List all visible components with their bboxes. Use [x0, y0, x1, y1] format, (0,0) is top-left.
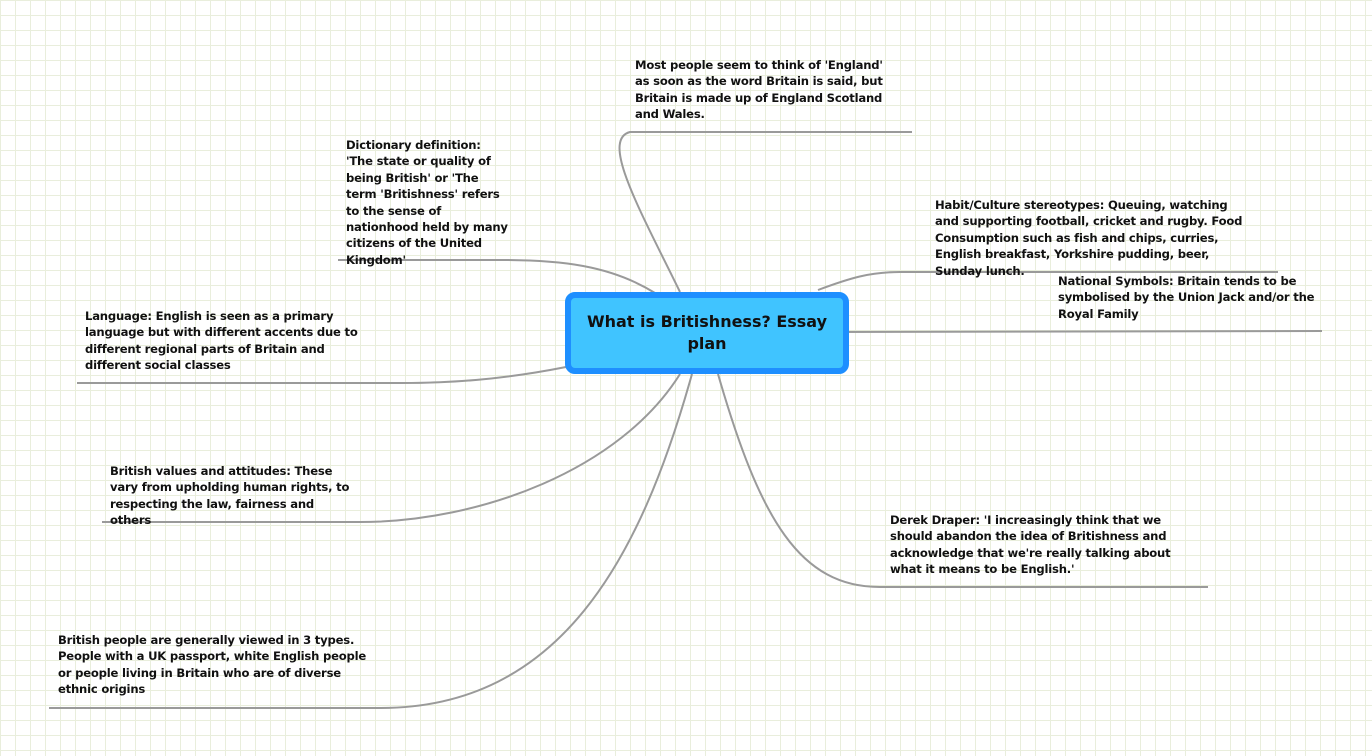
connector-symbols — [829, 330, 1323, 333]
branch-dictionary[interactable]: Dictionary definition: 'The state or qua… — [346, 138, 508, 267]
branch-england[interactable]: Most people seem to think of 'England' a… — [635, 58, 883, 122]
branch-draper[interactable]: Derek Draper: 'I increasingly think that… — [890, 513, 1171, 577]
connector-england — [618, 131, 912, 293]
connector-draper — [717, 373, 1208, 588]
connector-values — [102, 373, 681, 523]
branch-language[interactable]: Language: English is seen as a primary l… — [85, 309, 358, 373]
connector-language — [77, 366, 567, 384]
connector-dictionary — [338, 259, 656, 294]
branch-habit[interactable]: Habit/Culture stereotypes: Queuing, watc… — [935, 198, 1243, 278]
branch-values[interactable]: British values and attitudes: These vary… — [110, 464, 350, 528]
connector-types — [49, 373, 693, 709]
connector-habit — [817, 271, 1278, 291]
branch-symbols[interactable]: National Symbols: Britain tends to be sy… — [1058, 274, 1315, 321]
central-topic-label: What is Britishness? Essay plan — [586, 312, 828, 353]
branch-types[interactable]: British people are generally viewed in 3… — [58, 633, 367, 697]
central-topic[interactable]: What is Britishness? Essay plan — [565, 292, 849, 374]
